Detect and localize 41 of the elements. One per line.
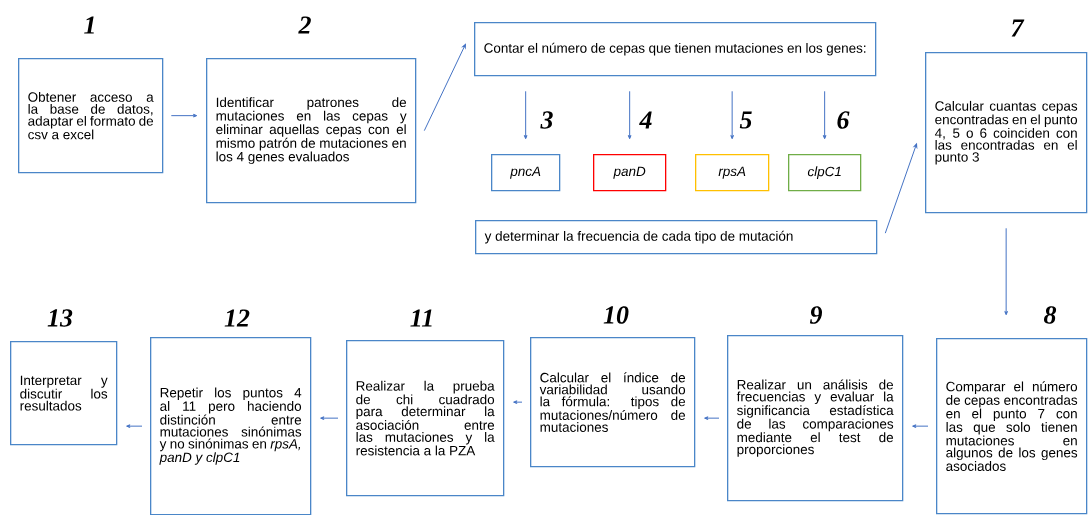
process-box: y determinar la frecuencia de cada tipo de mutación (475, 220, 878, 255)
step-number: 2 (298, 16, 311, 34)
step-number: 7 (1011, 19, 1025, 37)
gene-box: pncA (491, 154, 561, 192)
arrow (704, 416, 720, 420)
process-box: Comparar el número de cepas encontradas en el punto 7 con las que solo tienen mutaciones en algunos de los genes asociados (936, 338, 1088, 515)
process-box: Interpretar y discutir los resultados (10, 341, 118, 446)
arrow (523, 90, 528, 140)
arrow (126, 424, 143, 428)
arrow (1004, 227, 1008, 316)
step-number: 11 (410, 309, 432, 327)
arrow (822, 90, 827, 140)
process-box: Calcular el índice de variabilidad usando la fórmula: tipos de mutaciones/número de mutaciones (530, 337, 696, 468)
step-number: 3 (540, 111, 553, 129)
step-number: 8 (1044, 306, 1057, 324)
step-number: 6 (837, 111, 850, 129)
process-box: Calcular cuantas cepas encontradas en el punto 4, 5 o 6 coinciden con las encontradas en el punto 3 (925, 52, 1088, 214)
arrow (884, 143, 918, 234)
arrow (912, 424, 929, 428)
process-box: Repetir los puntos 4 al 11 pero haciendo distinción entre mutaciones sinónimas y no sinónimas en rpsA, panD y clpC1 (150, 337, 312, 515)
step-number: 1 (84, 16, 94, 34)
process-box: Obtener acceso a la base de datos, adaptar el formato de csv a excel (18, 58, 164, 174)
process-box: Realizar un análisis de frecuencias y evaluar la significancia estadística de las comparaciones mediante el test de proporciones (727, 335, 904, 502)
arrow (513, 400, 523, 404)
gene-box: rpsA (695, 154, 770, 192)
process-box: Realizar la prueba de chi cuadrado para determinar la asociación entre las mutaciones y la resistencia a la PZA (346, 340, 505, 497)
step-number: 9 (809, 306, 823, 324)
arrow (320, 416, 339, 420)
step-number: 13 (47, 309, 73, 327)
gene-box: clpC1 (788, 154, 862, 192)
step-number: 4 (639, 111, 652, 129)
arrow (627, 90, 632, 140)
process-box: Identificar patrones de mutaciones en las cepas y eliminar aquellas cepas con el mismo patrón de mutaciones en los 4 genes evaluados (206, 58, 417, 204)
arrow (730, 90, 734, 140)
arrow (423, 43, 466, 132)
process-box: Contar el número de cepas que tienen mutaciones en los genes: (474, 22, 877, 77)
arrow (170, 113, 198, 118)
gene-box: panD (593, 154, 667, 192)
step-number: 5 (739, 111, 752, 129)
step-number: 12 (224, 309, 250, 327)
step-number: 10 (603, 306, 629, 324)
